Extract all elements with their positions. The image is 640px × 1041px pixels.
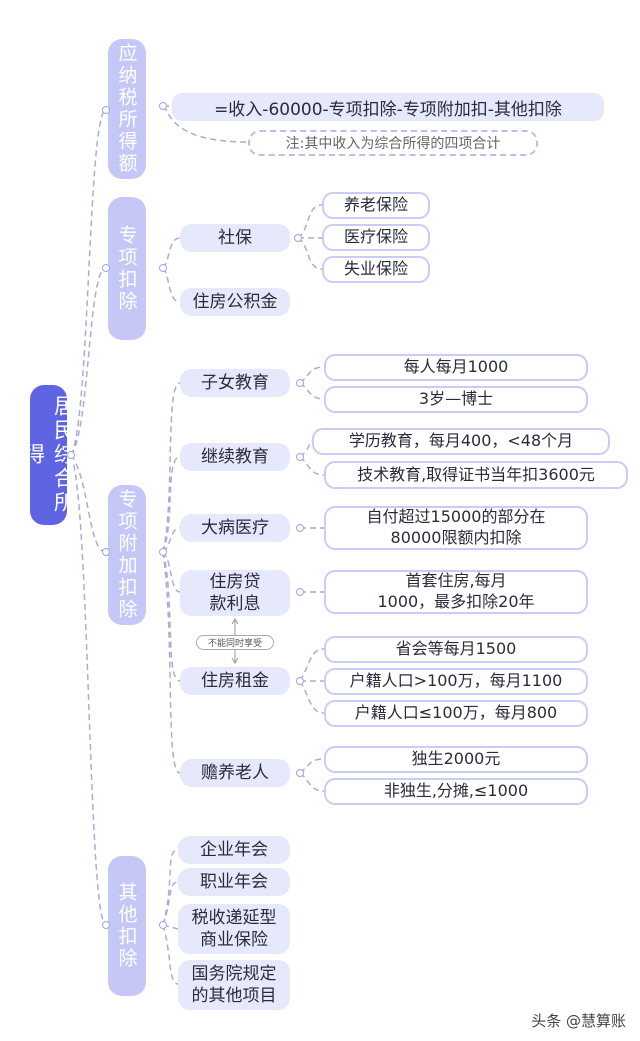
other-item: 企业年会 <box>178 836 290 864</box>
children-item: 每人每月1000 <box>324 354 588 381</box>
connector-dot <box>159 264 167 272</box>
rent-item-label: 省会等每月1500 <box>395 639 517 659</box>
illness-node: 大病医疗 <box>180 514 290 542</box>
social-label: 社保 <box>218 227 252 248</box>
loan-node: 住房贷 款利息 <box>180 570 290 616</box>
housing-fund-node: 住房公积金 <box>180 288 290 316</box>
social-item-label: 养老保险 <box>343 195 408 215</box>
connector-dot <box>159 921 167 929</box>
continuing-item-label: 技术教育,取得证书当年扣3600元 <box>357 464 595 484</box>
continuing-item: 学历教育，每月400，<48个月 <box>312 428 610 455</box>
connector-dot <box>102 264 110 272</box>
rent-item-label: 户籍人口≤100万，每月800 <box>354 703 558 723</box>
illness-item: 自付超过15000的部分在 80000限额内扣除 <box>324 506 588 550</box>
other-label: 其他扣除 <box>115 882 138 970</box>
connector-dot <box>67 451 75 459</box>
children-item-label: 每人每月1000 <box>403 357 509 377</box>
connector-dot <box>296 677 304 685</box>
social-item-label: 失业保险 <box>343 259 408 279</box>
loan-item: 首套住房,每月 1000，最多扣除20年 <box>324 570 588 614</box>
watermark-text: 头条 @慧算账 <box>531 1012 626 1030</box>
continuing-label: 继续教育 <box>201 446 269 467</box>
other-item: 职业年会 <box>178 868 290 896</box>
connector-dot <box>159 548 167 556</box>
rent-item-label: 户籍人口>100万，每月1100 <box>349 671 563 691</box>
connector-dot <box>296 453 304 461</box>
other-item-label: 企业年会 <box>200 839 268 860</box>
elderly-label: 赡养老人 <box>201 762 269 783</box>
connector-dot <box>102 548 110 556</box>
rent-item: 省会等每月1500 <box>324 636 588 663</box>
other-item-label: 职业年会 <box>200 871 268 892</box>
housing-fund-label: 住房公积金 <box>192 291 278 312</box>
elderly-item: 非独生,分摊,≤1000 <box>324 778 588 805</box>
illness-label: 大病医疗 <box>201 517 269 538</box>
social-item: 医疗保险 <box>322 224 430 251</box>
elderly-item-label: 非独生,分摊,≤1000 <box>383 781 529 801</box>
children-item: 3岁—博士 <box>324 386 588 413</box>
rent-item: 户籍人口≤100万，每月800 <box>324 700 588 727</box>
root-label: 居民综合所得 <box>21 395 76 515</box>
children-label: 子女教育 <box>201 372 269 393</box>
continuing-item: 技术教育,取得证书当年扣3600元 <box>324 461 628 489</box>
social-node: 社保 <box>180 224 290 252</box>
connector-dot <box>159 102 167 110</box>
loan-detail: 首套住房,每月 1000，最多扣除20年 <box>377 571 535 611</box>
elderly-item: 独生2000元 <box>324 746 588 773</box>
formula-box: =收入-60000-专项扣除-专项附加扣-其他扣除 <box>172 93 604 121</box>
connector-dot <box>102 106 110 114</box>
other-item: 税收递延型 商业保险 <box>178 904 290 954</box>
rent-node: 住房租金 <box>180 667 290 695</box>
note-box: 注:其中收入为综合所得的四项合计 <box>248 130 538 156</box>
connector-dot <box>102 921 110 929</box>
taxable-node: 应纳税所得额 <box>108 39 146 179</box>
children-item-label: 3岁—博士 <box>418 389 494 409</box>
social-item: 养老保险 <box>322 192 430 219</box>
elderly-node: 赡养老人 <box>180 759 290 787</box>
rent-item: 户籍人口>100万，每月1100 <box>324 668 588 695</box>
rent-label: 住房租金 <box>201 670 269 691</box>
continuing-node: 继续教育 <box>180 443 290 471</box>
taxable-label: 应纳税所得额 <box>115 43 138 175</box>
connector-dot <box>296 588 304 596</box>
additional-label: 专项附加扣除 <box>115 489 138 621</box>
exclusive-text: 不能同时享受 <box>207 639 262 649</box>
other-item-label: 国务院规定 的其他项目 <box>191 963 277 1006</box>
other-item-label: 税收递延型 商业保险 <box>191 907 277 950</box>
social-item: 失业保险 <box>322 256 430 283</box>
other-item: 国务院规定 的其他项目 <box>178 960 290 1010</box>
connector-dot <box>296 379 304 387</box>
connector-dot <box>296 524 304 532</box>
continuing-item-label: 学历教育，每月400，<48个月 <box>348 431 574 451</box>
connector-dot <box>294 234 302 242</box>
elderly-item-label: 独生2000元 <box>411 749 501 769</box>
illness-detail: 自付超过15000的部分在 80000限额内扣除 <box>366 507 546 547</box>
children-node: 子女教育 <box>180 369 290 397</box>
additional-node: 专项附加扣除 <box>108 485 146 625</box>
watermark: 头条 @慧算账 <box>531 1010 626 1031</box>
exclusive-label: 不能同时享受 <box>196 635 274 650</box>
formula-text: =收入-60000-专项扣除-专项附加扣-其他扣除 <box>214 99 562 120</box>
connector-dot <box>296 769 304 777</box>
root-node: 居民综合所得 <box>22 385 76 525</box>
other-node: 其他扣除 <box>108 856 146 996</box>
special-label: 专项扣除 <box>115 224 138 313</box>
loan-label: 住房贷 款利息 <box>209 571 261 614</box>
special-node: 专项扣除 <box>108 197 146 340</box>
note-text: 注:其中收入为综合所得的四项合计 <box>285 136 501 152</box>
social-item-label: 医疗保险 <box>343 227 408 247</box>
